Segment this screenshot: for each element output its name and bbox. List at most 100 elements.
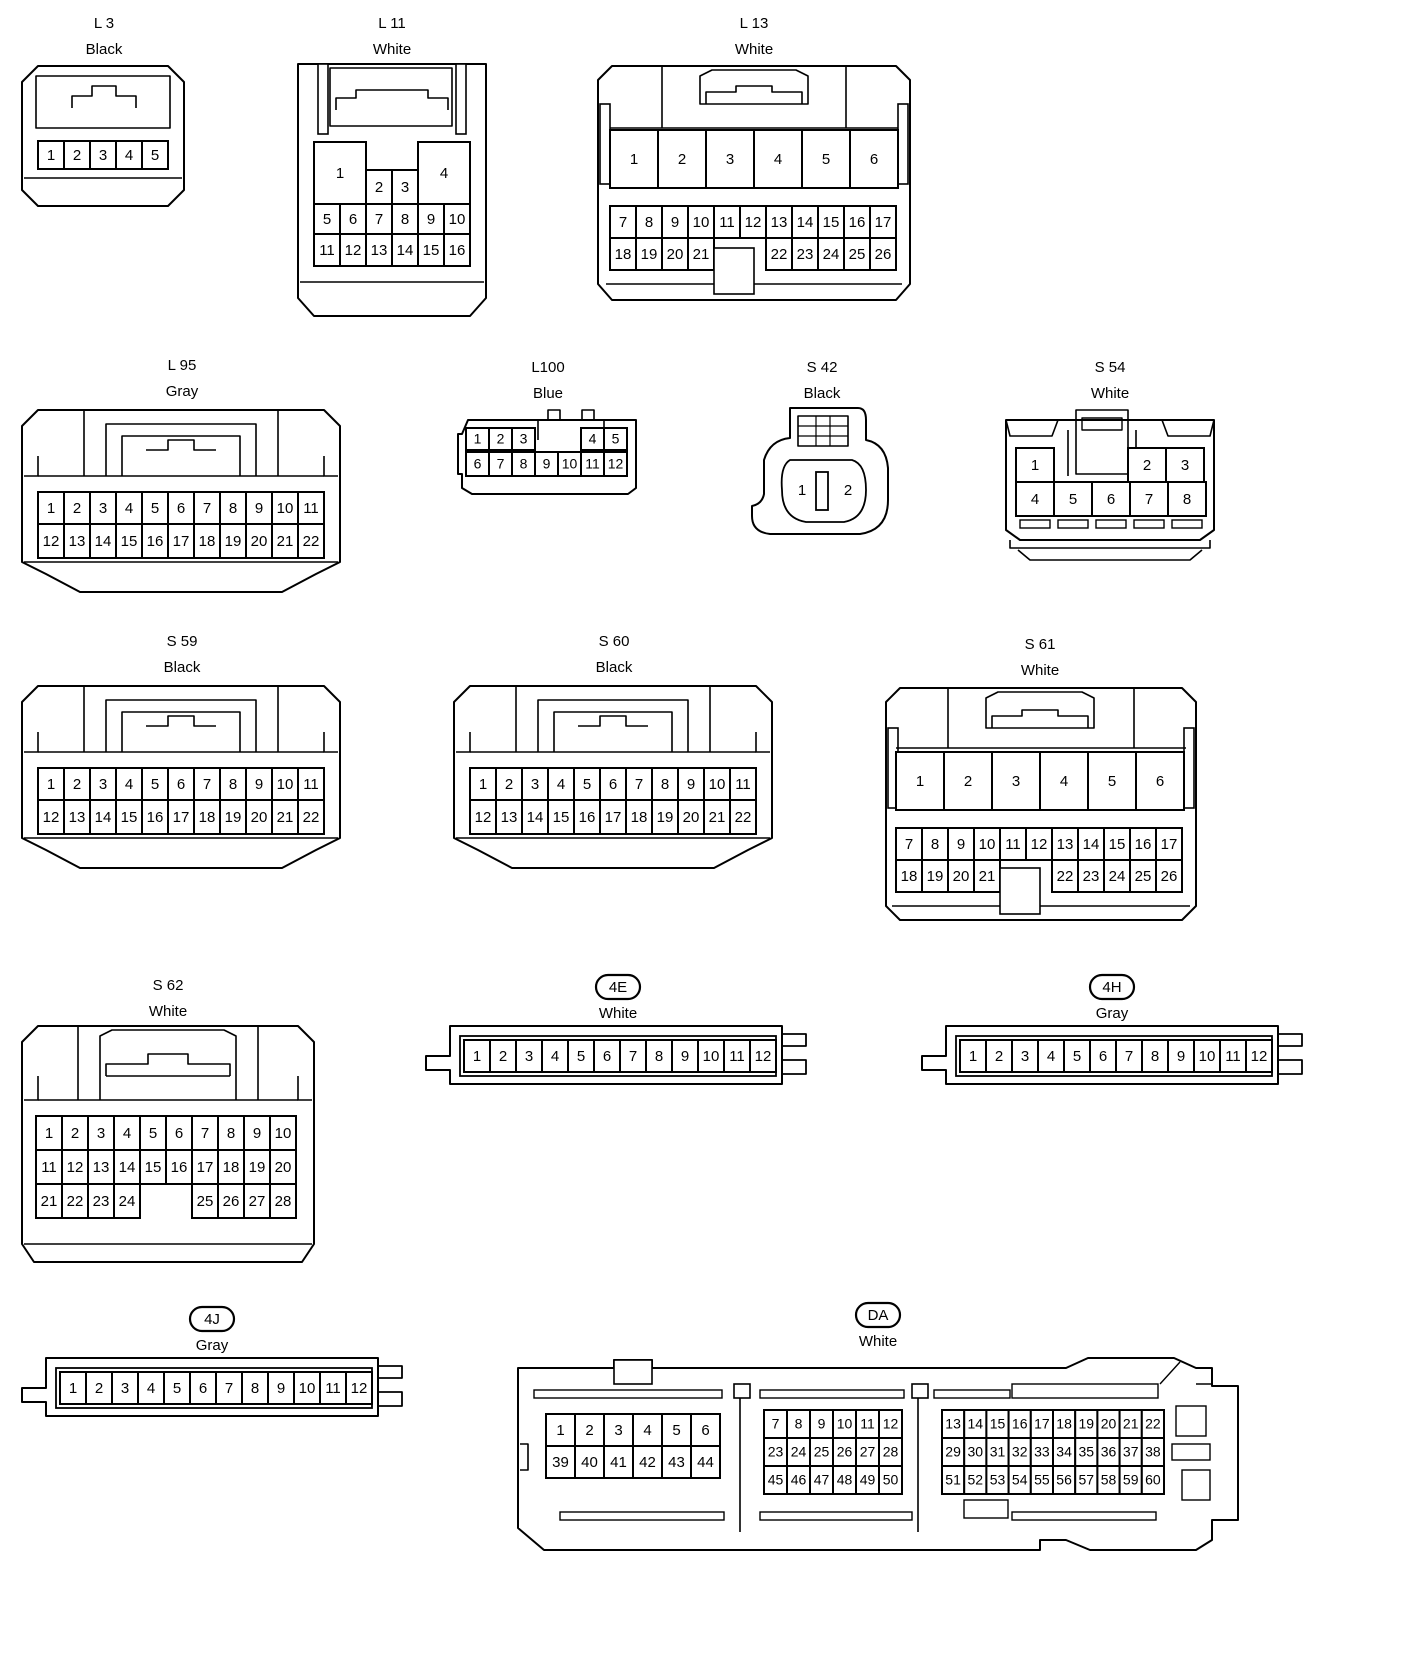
connector-code: L 95 — [168, 357, 197, 374]
pin-cell — [1245, 1039, 1273, 1073]
pin-number: 25 — [814, 1444, 830, 1460]
pin-number: 4 — [551, 1048, 559, 1065]
pin-number: 12 — [755, 1048, 772, 1065]
pin-cell — [849, 129, 899, 189]
connector-color: White — [859, 1333, 897, 1350]
pin-cell — [1051, 859, 1079, 893]
pin-cell — [1141, 1039, 1169, 1073]
pin-cell — [690, 1445, 721, 1479]
pin-cell — [469, 799, 497, 835]
pin-number: 35 — [1079, 1444, 1095, 1460]
pin-number: 4 — [125, 147, 133, 164]
pin-number: 24 — [1109, 868, 1126, 885]
pin-number: 20 — [667, 246, 684, 263]
pin-cell — [37, 491, 65, 525]
pin-number: 44 — [697, 1454, 714, 1471]
connector-color: Black — [86, 41, 123, 58]
pin-number: 12 — [67, 1159, 84, 1176]
housing-outline — [297, 63, 487, 317]
pin-cell — [541, 1039, 569, 1073]
connector-code: L100 — [531, 359, 564, 376]
pin-cell — [443, 203, 471, 235]
pin-number: 15 — [121, 533, 138, 550]
pin-number: 15 — [1109, 836, 1126, 853]
pin-number: 9 — [1177, 1048, 1185, 1065]
pin-number: 36 — [1101, 1444, 1117, 1460]
pin-cell — [671, 1039, 699, 1073]
pin-cell — [991, 751, 1041, 811]
pin-number: 9 — [255, 500, 263, 517]
pin-cell — [625, 799, 653, 835]
housing-part — [911, 1383, 929, 1399]
pin-cell — [1039, 751, 1089, 811]
housing-part — [733, 1383, 751, 1399]
pin-cell — [391, 169, 419, 205]
pin-number: 40 — [581, 1454, 598, 1471]
pin-cell — [139, 1115, 167, 1151]
housing-part — [455, 63, 467, 135]
pin-number: 8 — [520, 456, 528, 472]
housing-outline — [782, 1033, 807, 1075]
pin-number: 10 — [709, 776, 726, 793]
pin-number: 22 — [735, 809, 752, 826]
pin-number: 11 — [585, 456, 600, 472]
pin-number: 2 — [499, 1048, 507, 1065]
pin-number: 4 — [643, 1422, 651, 1439]
pin-number: 21 — [41, 1193, 58, 1210]
pin-number: 20 — [953, 868, 970, 885]
pin-number: 9 — [681, 1048, 689, 1065]
pin-cell — [293, 1371, 321, 1405]
pin-number: 9 — [818, 1416, 826, 1432]
pin-number: 8 — [931, 836, 939, 853]
pin-number: 13 — [69, 809, 86, 826]
connector-color: Gray — [1096, 1005, 1129, 1022]
pin-number: 21 — [1123, 1416, 1139, 1432]
pin-number: 1 — [336, 165, 344, 182]
pin-number: 21 — [693, 246, 710, 263]
pin-number: 13 — [501, 809, 518, 826]
pin-number: 18 — [199, 809, 216, 826]
pin-cell — [217, 1183, 245, 1219]
pin-number: 1 — [556, 1422, 564, 1439]
pin-cell — [511, 427, 536, 451]
pin-cell — [723, 1039, 751, 1073]
pin-cell — [243, 1183, 271, 1219]
pin-number: 9 — [255, 776, 263, 793]
pin-cell — [749, 1039, 777, 1073]
pin-number: 1 — [916, 773, 924, 790]
pin-number: 39 — [552, 1454, 569, 1471]
pin-cell — [297, 523, 325, 559]
pin-number: 50 — [883, 1472, 899, 1488]
pin-cell — [469, 767, 497, 801]
pin-number: 1 — [474, 431, 482, 447]
pin-number: 19 — [657, 809, 674, 826]
pin-cell — [193, 799, 221, 835]
pin-number: 12 — [1251, 1048, 1268, 1065]
housing-outline — [146, 715, 216, 727]
connector-code: DA — [868, 1307, 889, 1324]
pin-cell — [391, 233, 419, 267]
pin-number: 3 — [1012, 773, 1020, 790]
housing-outline — [1278, 1033, 1303, 1075]
pin-number: 22 — [67, 1193, 84, 1210]
pin-number: 21 — [709, 809, 726, 826]
pin-number: 28 — [275, 1193, 292, 1210]
pin-number: 14 — [1083, 836, 1100, 853]
pin-number: 4 — [1031, 491, 1039, 508]
pin-cell — [547, 799, 575, 835]
pin-cell — [895, 751, 945, 811]
pin-cell — [137, 1371, 165, 1405]
pin-number: 1 — [969, 1048, 977, 1065]
pin-number: 10 — [277, 500, 294, 517]
pin-number: 54 — [1012, 1472, 1028, 1488]
pin-number: 29 — [945, 1444, 961, 1460]
housing-part — [815, 471, 829, 511]
pin-number: 7 — [203, 776, 211, 793]
pin-cell — [1025, 827, 1053, 861]
connector-code: L 13 — [740, 15, 769, 32]
pin-number: 18 — [615, 246, 632, 263]
housing-outline — [699, 69, 809, 105]
